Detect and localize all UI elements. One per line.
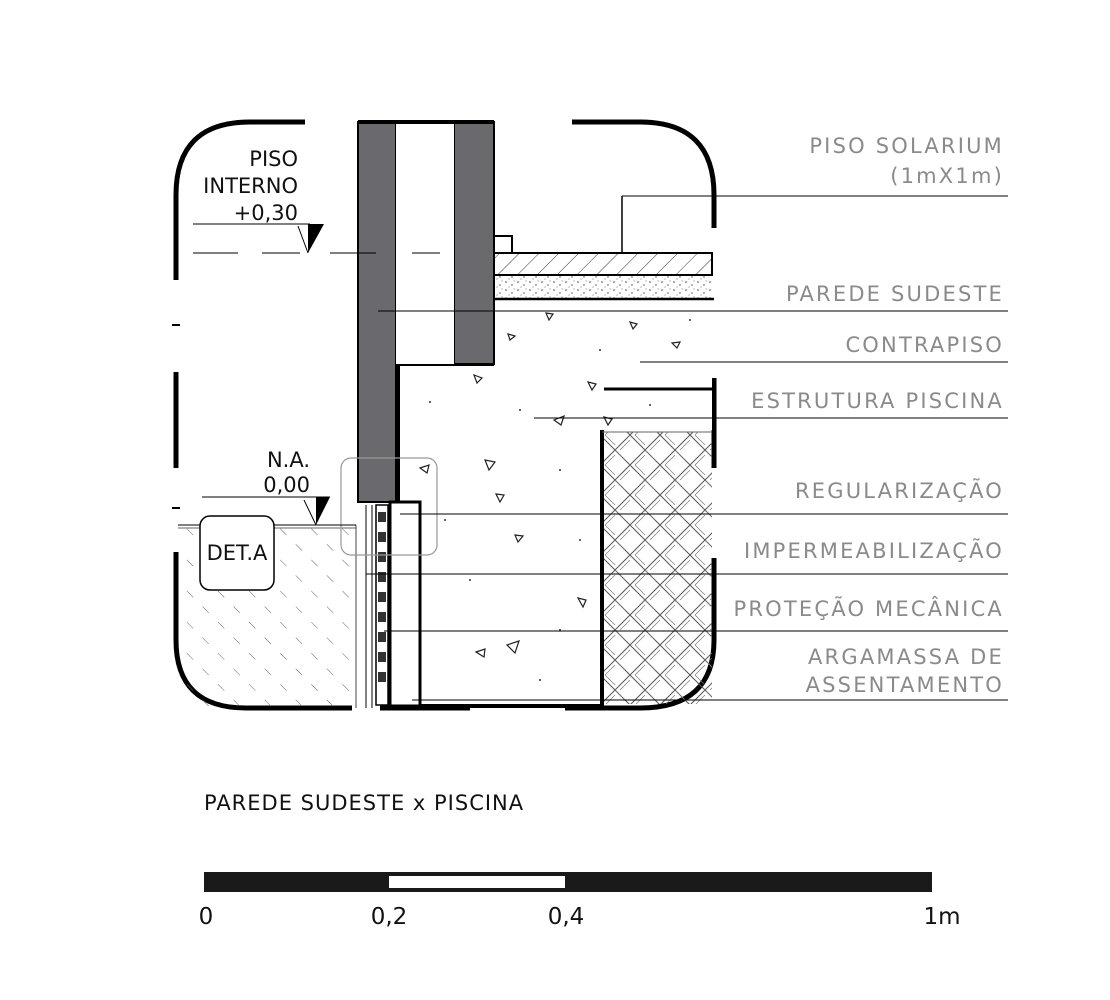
callout-contrapiso: CONTRAPISO bbox=[845, 333, 1004, 357]
earth-fill bbox=[604, 432, 712, 704]
callout-impermeabilizacao: IMPERMEABILIZAÇÃO bbox=[744, 537, 1004, 563]
callout-regularizacao: REGULARIZAÇÃO bbox=[795, 477, 1004, 503]
level-marker-water bbox=[316, 497, 330, 525]
wall-inner-block bbox=[453, 121, 495, 365]
callout-argamassa-line2: ASSENTAMENTO bbox=[806, 673, 1004, 697]
membrane-dashes bbox=[378, 512, 386, 682]
aggregate-marks bbox=[418, 312, 682, 659]
aggregate-dots bbox=[419, 319, 691, 681]
level-internal-line2: INTERNO bbox=[203, 174, 298, 198]
detail-tag-box bbox=[199, 515, 275, 591]
wall-cavity bbox=[396, 122, 454, 364]
level-internal-line1: PISO bbox=[249, 147, 298, 171]
mortar-bed bbox=[494, 275, 712, 299]
scale-tick-0-2: 0,2 bbox=[371, 904, 408, 930]
scale-tick-0-4: 0,4 bbox=[548, 904, 585, 930]
scale-bar bbox=[204, 872, 932, 892]
detail-tag: DET.A bbox=[207, 541, 268, 565]
callout-protecao-mecanica: PROTEÇÃO MECÂNICA bbox=[734, 595, 1005, 621]
wall-outer-block bbox=[357, 121, 397, 503]
drawing-title: PAREDE SUDESTE x PISCINA bbox=[204, 791, 524, 815]
level-water-line2: 0,00 bbox=[263, 473, 310, 497]
callout-piso-solarium-size: (1mX1m) bbox=[890, 164, 1004, 188]
regularization-layer bbox=[388, 500, 422, 708]
level-internal-line3: +0,30 bbox=[234, 201, 298, 225]
level-water-line1: N.A. bbox=[267, 448, 310, 472]
detail-region bbox=[340, 457, 438, 556]
callout-estrutura-piscina: ESTRUTURA PISCINA bbox=[751, 389, 1004, 413]
callout-piso-solarium: PISO SOLARIUM bbox=[809, 134, 1004, 158]
skirting bbox=[493, 235, 513, 254]
level-marker-internal bbox=[308, 224, 324, 253]
callout-parede-sudeste: PAREDE SUDESTE bbox=[786, 282, 1004, 306]
scale-tick-0: 0 bbox=[199, 904, 214, 930]
callout-leaders bbox=[366, 195, 1008, 701]
callout-argamassa-line1: ARGAMASSA DE bbox=[808, 645, 1004, 669]
scale-tick-1m: 1m bbox=[923, 904, 960, 930]
contrapiso-fill bbox=[494, 300, 712, 430]
solarium-tile bbox=[493, 252, 713, 276]
